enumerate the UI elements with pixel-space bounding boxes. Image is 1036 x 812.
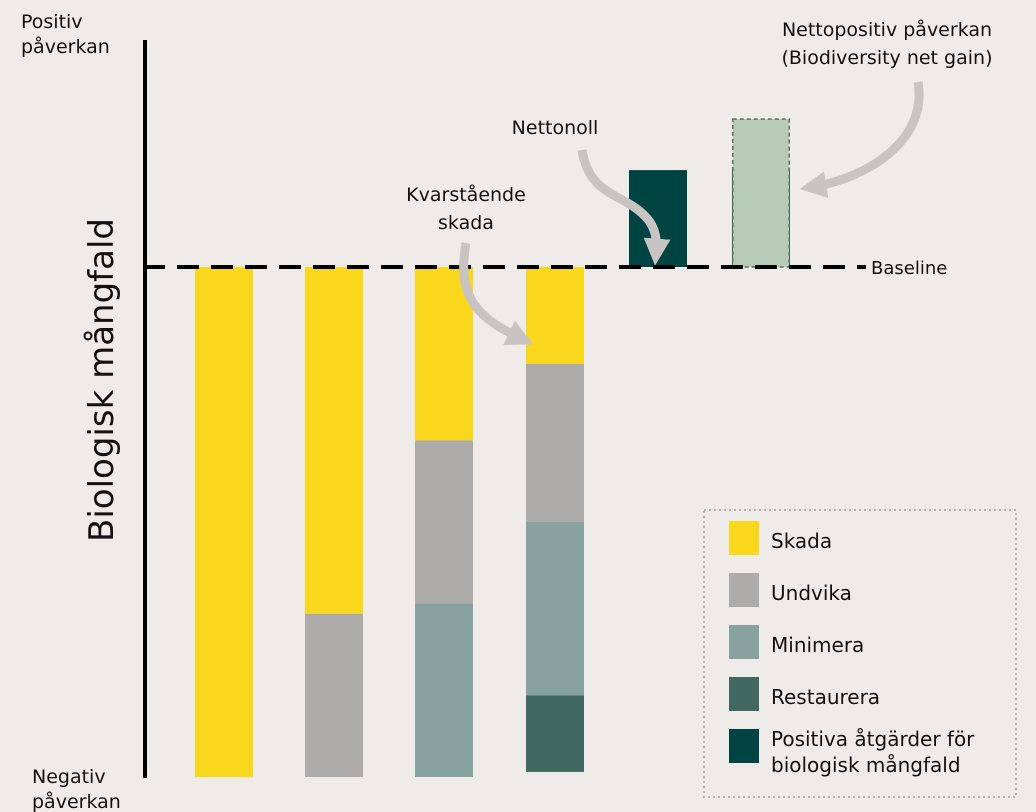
bar-segment-2-cat-2 [305,613,363,777]
legend-swatch [729,573,759,607]
annotation-label: (Biodiversity net gain) [781,47,992,69]
y-top-label: påverkan [21,35,110,58]
legend-label: Positiva åtgärder för [771,727,975,751]
bar-segment-1-cat-4 [526,267,584,364]
annotation-label: Kvarstående [406,183,526,206]
bar-segment-4-cat-4 [526,695,584,772]
legend-swatch [729,729,759,763]
legend-swatch [729,521,759,555]
y-axis-title: Biologisk mångfald [82,218,122,542]
bar-segment-2-cat-3 [415,440,473,604]
y-bottom-label: Negativ [32,766,106,788]
y-top-label: Positiv [21,11,83,33]
bar-segment-3-cat-3 [415,603,473,777]
annotation-label: Nettonoll [512,117,599,139]
bar-segment-2-cat-4 [526,363,584,522]
bar-segment-3-cat-4 [526,522,584,696]
baseline-label: Baseline [871,258,947,279]
bars-group [195,118,790,777]
annotation-arrows [459,81,924,345]
bar-segment-1-cat-1 [195,267,253,777]
legend-label: Minimera [771,633,864,657]
annotation-label: Nettopositiv påverkan [782,18,992,41]
legend-frame [703,509,1017,798]
annotation-label: skada [438,212,494,234]
legend-label: Restaurera [771,685,880,709]
bar-segment-1-cat-3 [415,267,473,441]
legend-swatch [729,625,759,659]
axis-group [143,40,866,778]
annotation-arrow-1 [459,242,534,345]
net-gain-bar [732,118,790,268]
annotation-arrow-3 [799,81,924,199]
legend-label: Skada [771,529,832,553]
legend-label: biologisk mångfald [771,753,961,777]
bar-segment-1-cat-2 [305,267,363,614]
legend-label: Undvika [771,581,852,605]
annotation-arrow-2 [577,149,671,266]
y-bottom-label: påverkan [32,790,121,812]
text-group: BaselinePositivpåverkanNegativpåverkanBi… [21,11,993,812]
legend-swatch [729,677,759,711]
